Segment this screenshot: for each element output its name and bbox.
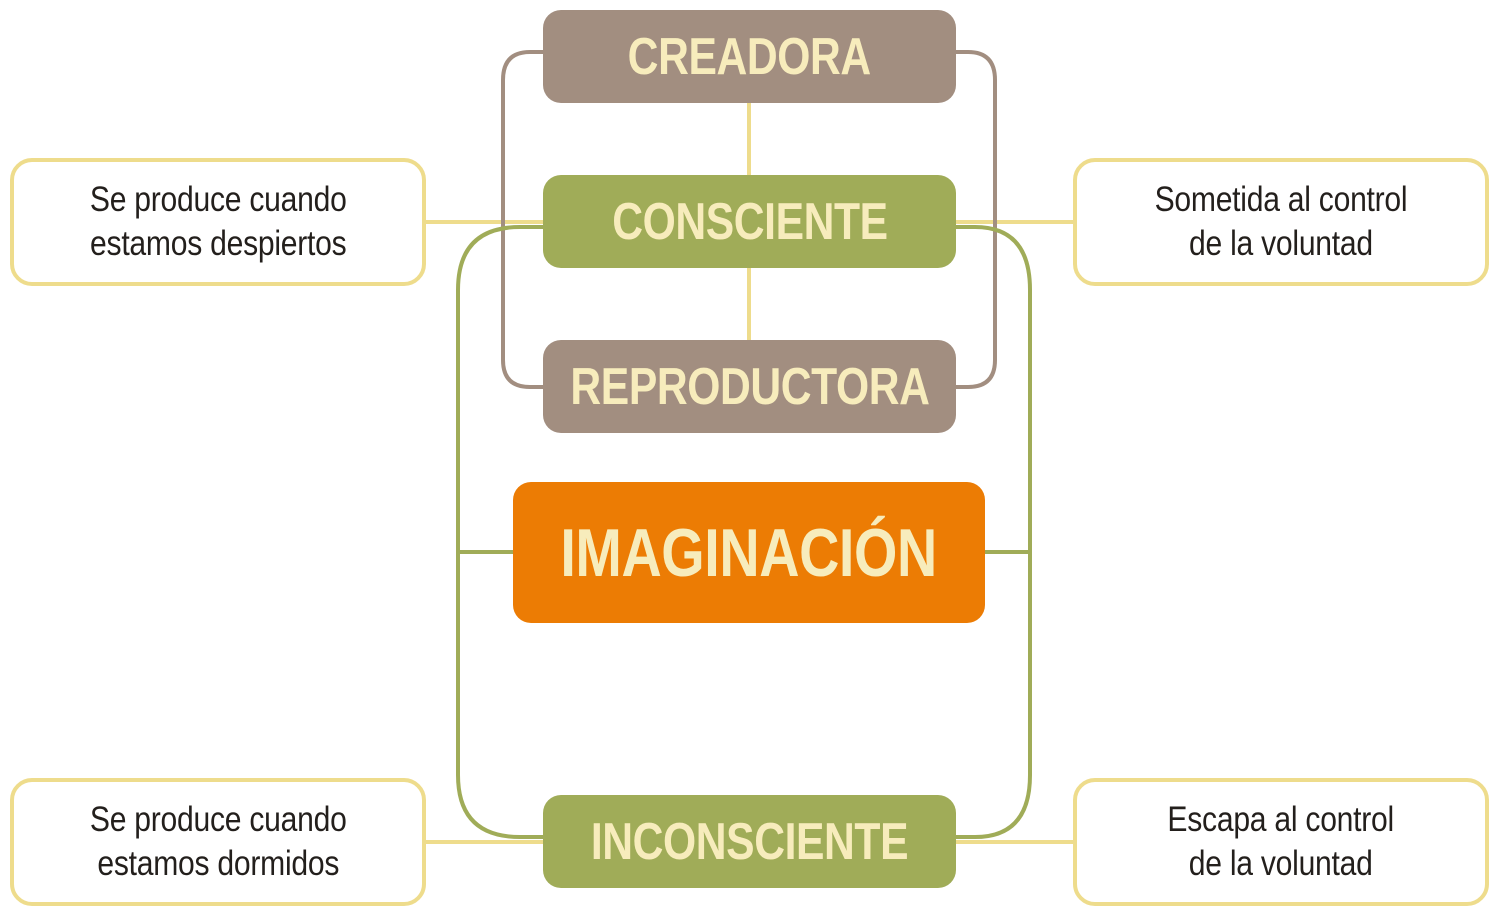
imaginacion-box [513, 482, 985, 623]
reproductora-text: REPRODUCTORA [569, 357, 930, 416]
imaginacion-text: IMAGINACIÓN [560, 514, 938, 591]
note-inconsciente-left: Se produce cuando estamos dormidos [10, 778, 426, 906]
creadora-text: CREADORA [627, 27, 872, 86]
note-consciente-right: Sometida al control de la voluntad [1073, 158, 1489, 286]
inconsciente-box [543, 795, 956, 888]
bracket-green-left [456, 225, 545, 839]
note-consciente-left-text: Se produce cuando estamos despiertos [89, 180, 347, 263]
consciente-box [543, 175, 956, 268]
note-consciente-right-text: Sometida al control de la voluntad [1154, 180, 1408, 263]
note-consciente-left: Se produce cuando estamos despiertos [10, 158, 426, 286]
creadora-label: CREADORA [543, 10, 956, 103]
consciente-label: CONSCIENTE [543, 175, 956, 268]
bracket-green-right [955, 225, 1032, 839]
reproductora-label: REPRODUCTORA [543, 340, 956, 433]
reproductora-box [543, 340, 956, 433]
inconsciente-text: INCONSCIENTE [590, 812, 909, 871]
inconsciente-label: INCONSCIENTE [543, 795, 956, 888]
creadora-box [543, 10, 956, 103]
note-inconsciente-left-text: Se produce cuando estamos dormidos [89, 800, 347, 883]
bracket-brown-right [955, 50, 997, 389]
note-inconsciente-right: Escapa al control de la voluntad [1073, 778, 1489, 906]
imaginacion-label: IMAGINACIÓN [513, 482, 985, 623]
note-inconsciente-right-text: Escapa al control de la voluntad [1167, 800, 1395, 883]
bracket-brown-left [501, 50, 545, 389]
consciente-text: CONSCIENTE [611, 192, 888, 251]
